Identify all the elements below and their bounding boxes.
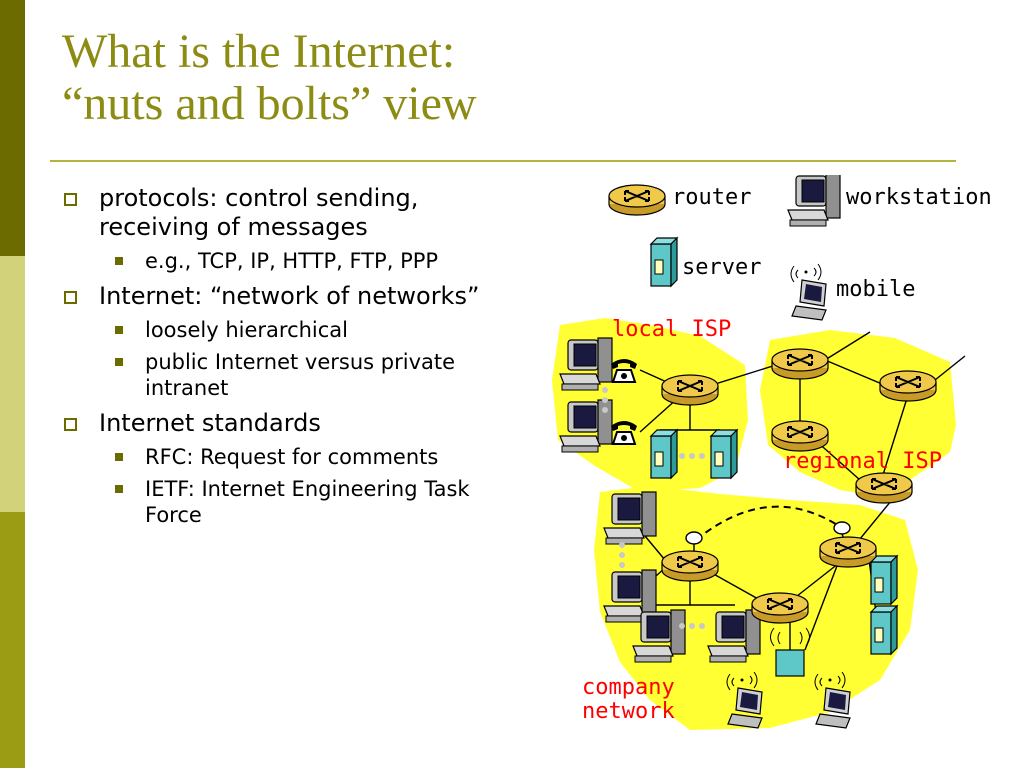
router-icon: [608, 184, 666, 216]
bullet-protocols: protocols: control sending, receiving of…: [62, 184, 502, 274]
filled-square-bullet-icon: [115, 358, 123, 366]
bullet-text: Internet: “network of networks”: [99, 282, 480, 310]
bullet-text: Internet standards: [99, 409, 321, 437]
local-isp-label: local ISP: [612, 317, 731, 342]
router-icon: [879, 370, 937, 402]
router-icon: [661, 550, 719, 582]
title-line-2: “nuts and bolts” view: [62, 77, 477, 130]
sub-bullet-text: IETF: Internet Engineering Task Force: [145, 477, 470, 527]
sub-bullet: public Internet versus private intranet: [115, 349, 502, 401]
company-network-label-line2: network: [582, 699, 675, 724]
filled-square-bullet-icon: [115, 326, 123, 334]
filled-square-bullet-icon: [115, 485, 123, 493]
sub-bullet: RFC: Request for comments: [115, 444, 502, 470]
sub-bullet-text: RFC: Request for comments: [145, 445, 439, 469]
sub-bullet: e.g., TCP, IP, HTTP, FTP, PPP: [115, 248, 502, 274]
ellipsis-dots: [602, 387, 608, 413]
legend-router: router: [672, 185, 751, 210]
filled-square-bullet-icon: [115, 257, 123, 265]
bullet-internet: Internet: “network of networks” loosely …: [62, 282, 502, 401]
legend-server: server: [682, 255, 761, 280]
wireless-access-point-icon: [770, 627, 810, 677]
ellipsis-dots: [619, 542, 625, 568]
sidebar-band-dark: [0, 0, 25, 256]
router-icon: [771, 420, 829, 452]
router-icon: [855, 472, 913, 504]
slide-title: What is the Internet: “nuts and bolts” v…: [62, 26, 477, 130]
server-icon: [650, 237, 678, 287]
sub-bullet-text: loosely hierarchical: [145, 318, 349, 342]
sidebar-band-light: [0, 256, 25, 512]
ellipsis-dots: [679, 453, 705, 459]
company-network-label-line1: company: [582, 675, 675, 700]
title-line-1: What is the Internet:: [62, 25, 456, 78]
server-icon: [650, 429, 678, 479]
regional-isp-label: regional ISP: [783, 449, 942, 474]
bullet-list: protocols: control sending, receiving of…: [62, 184, 502, 536]
satellite-link: [695, 505, 843, 541]
server-icon: [870, 605, 898, 655]
bullet-standards: Internet standards RFC: Request for comm…: [62, 409, 502, 528]
router-icon: [751, 592, 809, 624]
legend-workstation: workstation: [846, 185, 992, 210]
bullet-text: protocols: control sending, receiving of…: [99, 184, 419, 241]
hollow-square-bullet-icon: [64, 418, 77, 431]
router-icon: [661, 374, 719, 406]
workstation-icon: [632, 609, 686, 663]
network-diagram: router workstation server mobile local I…: [552, 175, 992, 730]
mobile-icon: [790, 263, 827, 321]
server-icon: [870, 555, 898, 605]
sub-bullet: loosely hierarchical: [115, 317, 502, 343]
workstation-icon: [559, 337, 613, 391]
workstation-icon: [603, 491, 657, 545]
sub-bullet-text: public Internet versus private intranet: [145, 350, 456, 400]
server-icon: [710, 429, 738, 479]
sub-bullet-text: e.g., TCP, IP, HTTP, FTP, PPP: [145, 249, 439, 273]
hollow-square-bullet-icon: [64, 193, 77, 206]
filled-square-bullet-icon: [115, 453, 123, 461]
workstation-icon: [787, 175, 841, 227]
title-divider: [50, 160, 956, 162]
workstation-icon: [707, 609, 761, 663]
router-icon: [819, 536, 877, 568]
router-icon: [771, 348, 829, 380]
sub-bullet: IETF: Internet Engineering Task Force: [115, 476, 502, 528]
hollow-square-bullet-icon: [64, 291, 77, 304]
sidebar-band-mid: [0, 512, 25, 768]
legend-mobile: mobile: [836, 277, 915, 302]
satellite-dish-icon: [685, 531, 703, 556]
ellipsis-dots: [679, 623, 705, 629]
